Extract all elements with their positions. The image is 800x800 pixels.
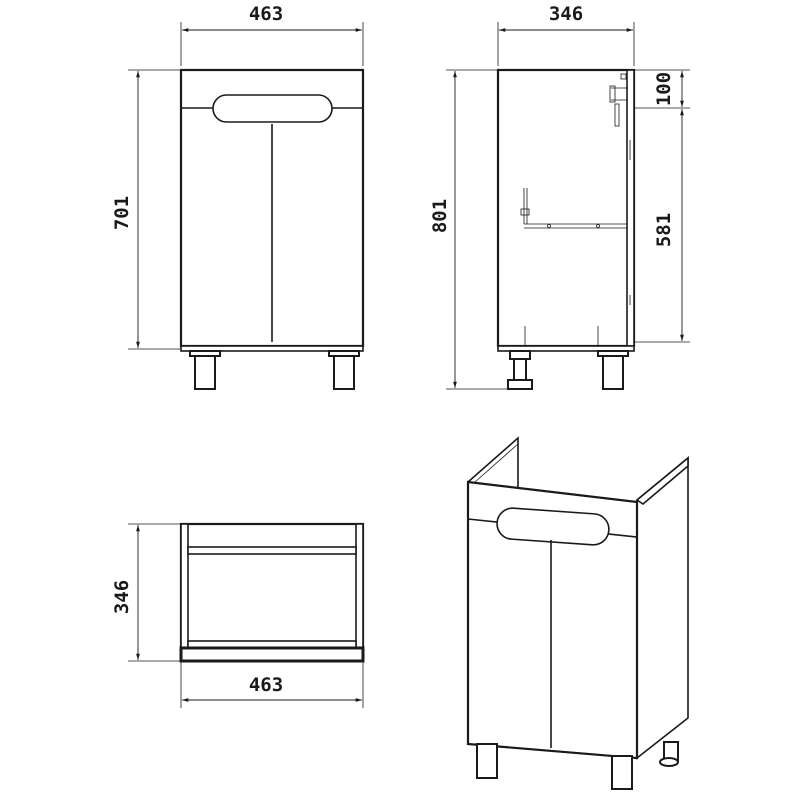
iso-right-back-panel-top (635, 456, 689, 505)
iso-leg-front-right (611, 755, 633, 790)
front-height-label: 701 (111, 196, 133, 230)
top-left-side-panel (180, 523, 189, 662)
top-front-doors (179, 646, 365, 663)
front-height-dimension: 701 (111, 69, 181, 350)
top-right-side-panel (355, 523, 364, 662)
side-front-edge (626, 69, 635, 347)
front-width-label: 463 (249, 3, 283, 25)
side-total-height-label: 801 (429, 199, 451, 233)
front-plinth (180, 345, 364, 352)
iso-leg-front-left (476, 743, 498, 779)
side-panel (496, 68, 636, 348)
side-door-section-label: 581 (653, 213, 675, 247)
front-leg-left-top (189, 350, 221, 357)
side-plinth (497, 345, 635, 352)
front-handle (212, 94, 333, 123)
iso-handle (496, 507, 610, 546)
top-depth-dimension: 346 (111, 523, 181, 662)
front-view: 463 701 (111, 3, 365, 390)
isometric-view (466, 436, 689, 790)
side-top-section-label: 100 (653, 72, 675, 106)
top-back-rail (187, 546, 357, 555)
top-depth-label: 346 (111, 580, 133, 614)
side-top-section-dimension: 100 (634, 69, 690, 109)
side-leg-front (597, 350, 629, 390)
iso-leg-back-right (659, 741, 679, 767)
front-leg-right-top (328, 350, 360, 357)
side-total-height-dimension: 801 (429, 69, 510, 390)
side-shelf-bracket (520, 188, 627, 229)
top-width-label: 463 (249, 674, 283, 696)
side-depth-label: 346 (549, 3, 583, 25)
top-width-dimension: 463 (180, 662, 364, 708)
front-width-dimension: 463 (180, 3, 364, 66)
side-depth-dimension: 346 (497, 3, 635, 66)
top-view: 346 463 (111, 522, 365, 708)
side-hinge-hardware (609, 73, 628, 127)
side-view: 346 801 100 581 (429, 3, 690, 390)
side-leg-back (507, 350, 533, 390)
side-door-section-dimension: 581 (634, 109, 690, 343)
